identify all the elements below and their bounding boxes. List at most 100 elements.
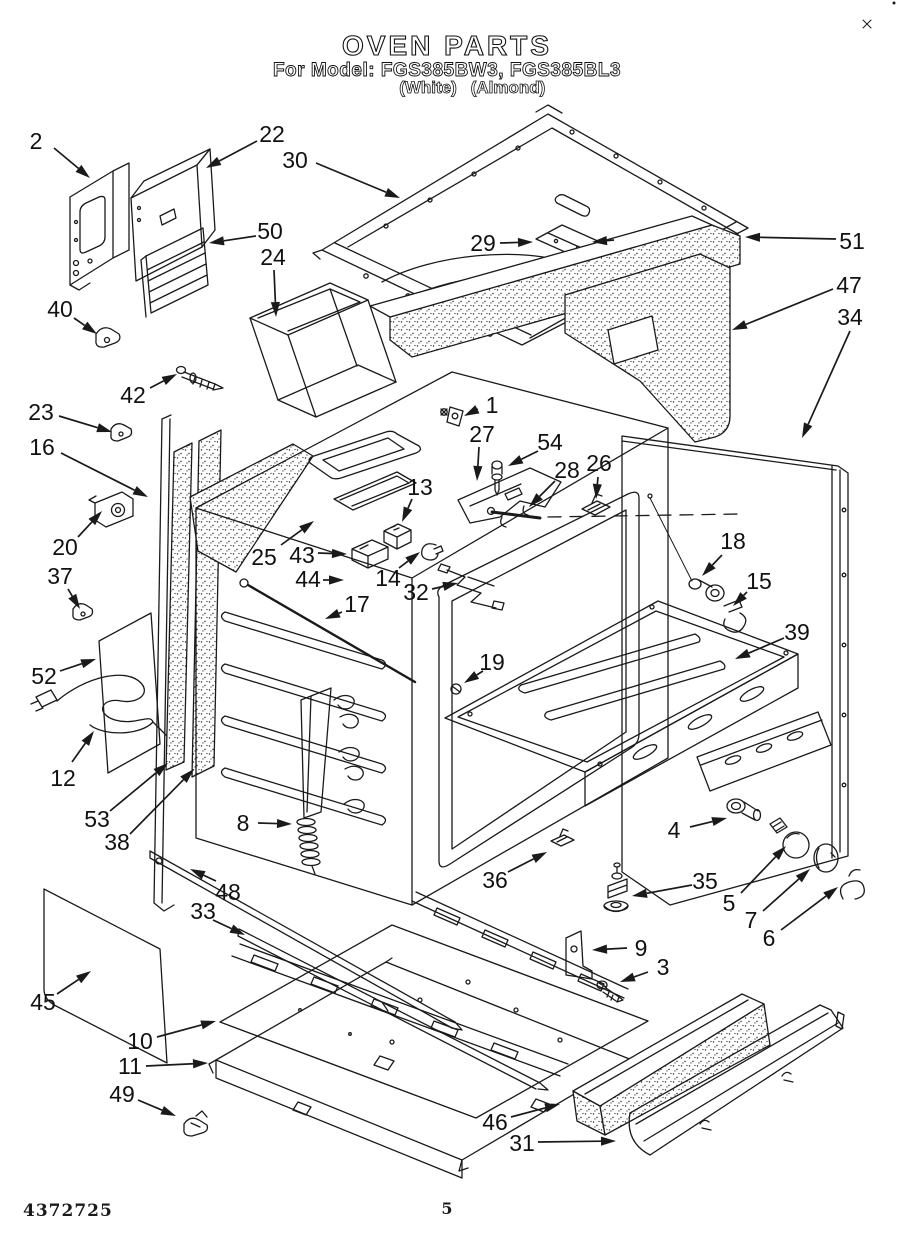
- callout-arrow-37: [68, 593, 80, 609]
- callout-leader-17: [338, 611, 343, 615]
- callout-label-18: 18: [720, 528, 746, 554]
- callout-leader-25: [280, 529, 303, 546]
- callout-leader-33: [212, 919, 232, 930]
- part-control-chassis: [69, 162, 130, 291]
- part-side-trim-52: [98, 612, 161, 774]
- callout-leader-45: [56, 978, 80, 995]
- callout-leader-14: [398, 560, 409, 569]
- part-plate-1: [440, 406, 464, 427]
- callout-label-44: 44: [295, 566, 321, 592]
- callout-arrow-32: [442, 581, 458, 591]
- callout-arrow-50: [209, 236, 225, 246]
- callout-leader-4: [689, 820, 713, 828]
- callout-arrow-15: [733, 592, 747, 606]
- callout-leader-3: [633, 971, 649, 978]
- part-vent-duct: [249, 282, 397, 418]
- callout-arrow-12: [81, 731, 94, 746]
- callout-leader-26: [596, 476, 599, 485]
- callout-leader-38: [129, 779, 185, 835]
- callout-arrow-5: [772, 846, 786, 861]
- part-clip-49: [183, 1110, 209, 1137]
- part-lamp-lens-7: [813, 843, 839, 873]
- callout-leader-37: [67, 588, 74, 597]
- callout-arrow-1: [464, 405, 480, 416]
- callout-arrow-52: [80, 659, 96, 669]
- callout-arrow-49: [160, 1105, 176, 1116]
- callout-leader-39: [748, 637, 785, 654]
- callout-arrow-40: [82, 321, 97, 334]
- callout-label-54: 54: [537, 429, 563, 455]
- callout-label-30: 30: [282, 147, 308, 173]
- callout-leader-42: [149, 380, 165, 389]
- callout-label-32: 32: [403, 579, 429, 605]
- part-rail-48: [149, 850, 463, 1031]
- part-clip-40: [95, 327, 121, 348]
- part-oven-bottom-10: [219, 924, 649, 1119]
- callout-leader-46: [510, 1107, 546, 1118]
- callout-arrow-25: [299, 521, 314, 534]
- callout-leader-29: [499, 241, 519, 244]
- callout-leader-54: [521, 450, 539, 461]
- callout-leader-28: [539, 480, 556, 497]
- callout-label-10: 10: [127, 1028, 153, 1054]
- callout-label-43: 43: [289, 542, 315, 568]
- callout-arrow-18: [702, 561, 716, 576]
- diagram-art: [30, 1, 896, 1179]
- callout-label-25: 25: [251, 544, 277, 570]
- callout-arrow-28: [529, 493, 543, 507]
- callout-leader-6: [780, 895, 827, 931]
- part-top-insulation: [369, 215, 741, 358]
- callout-leader-34: [807, 330, 851, 425]
- callout-arrow-9: [592, 944, 608, 954]
- callout-leader-22: [218, 140, 258, 162]
- finish-almond-label: (Almond): [471, 78, 546, 97]
- callout-leader-50: [223, 235, 257, 242]
- doc-number-stamp: 4372725: [23, 1201, 113, 1221]
- callout-arrow-11: [192, 1059, 208, 1069]
- part-screw-54: [491, 460, 503, 496]
- part-thermostat-43: [351, 539, 389, 569]
- part-wiring-32: [437, 563, 505, 611]
- callout-arrow-19: [464, 671, 480, 683]
- callout-label-23: 23: [28, 399, 54, 425]
- callout-leader-52: [59, 662, 83, 672]
- callout-label-19: 19: [479, 649, 505, 675]
- callout-leader-36: [507, 858, 535, 873]
- callout-label-17: 17: [344, 591, 370, 617]
- callout-leader-23: [58, 415, 98, 429]
- callout-label-36: 36: [482, 867, 508, 893]
- callout-leader-10: [156, 1024, 202, 1038]
- part-rail-33: [237, 928, 549, 1091]
- part-insulation-wrap: [564, 253, 731, 443]
- callout-label-11: 11: [118, 1053, 142, 1079]
- part-leveling-screw-35: [603, 862, 629, 913]
- callout-label-29: 29: [470, 230, 496, 256]
- callout-leader-53: [109, 771, 157, 812]
- part-rear-trim-31: [628, 1004, 845, 1156]
- callout-arrow-36: [531, 852, 547, 863]
- callout-label-20: 20: [52, 534, 78, 560]
- callout-arrow-aux: [592, 236, 608, 246]
- callout-arrow-17: [325, 609, 341, 619]
- callout-label-47: 47: [836, 272, 862, 298]
- callout-arrow-8: [276, 818, 292, 829]
- callout-arrow-6: [823, 887, 838, 900]
- callout-label-45: 45: [30, 989, 56, 1015]
- callout-label-35: 35: [692, 868, 718, 894]
- part-screw-3: [596, 980, 624, 1003]
- callout-arrow-45: [75, 971, 91, 984]
- callout-label-4: 4: [668, 817, 681, 843]
- callout-arrow-3: [620, 972, 636, 982]
- callout-leader-32: [431, 585, 444, 590]
- callout-arrow-43: [331, 548, 347, 559]
- callout-arrow-22: [206, 156, 222, 168]
- callout-leader-20: [77, 521, 93, 538]
- callout-arrow-48: [190, 869, 206, 880]
- footer: 4372725 5: [23, 1199, 453, 1221]
- callout-label-51: 51: [839, 228, 865, 254]
- callout-label-34: 34: [837, 304, 863, 330]
- callout-leader-9: [606, 947, 628, 950]
- callout-arrow-26: [592, 483, 602, 499]
